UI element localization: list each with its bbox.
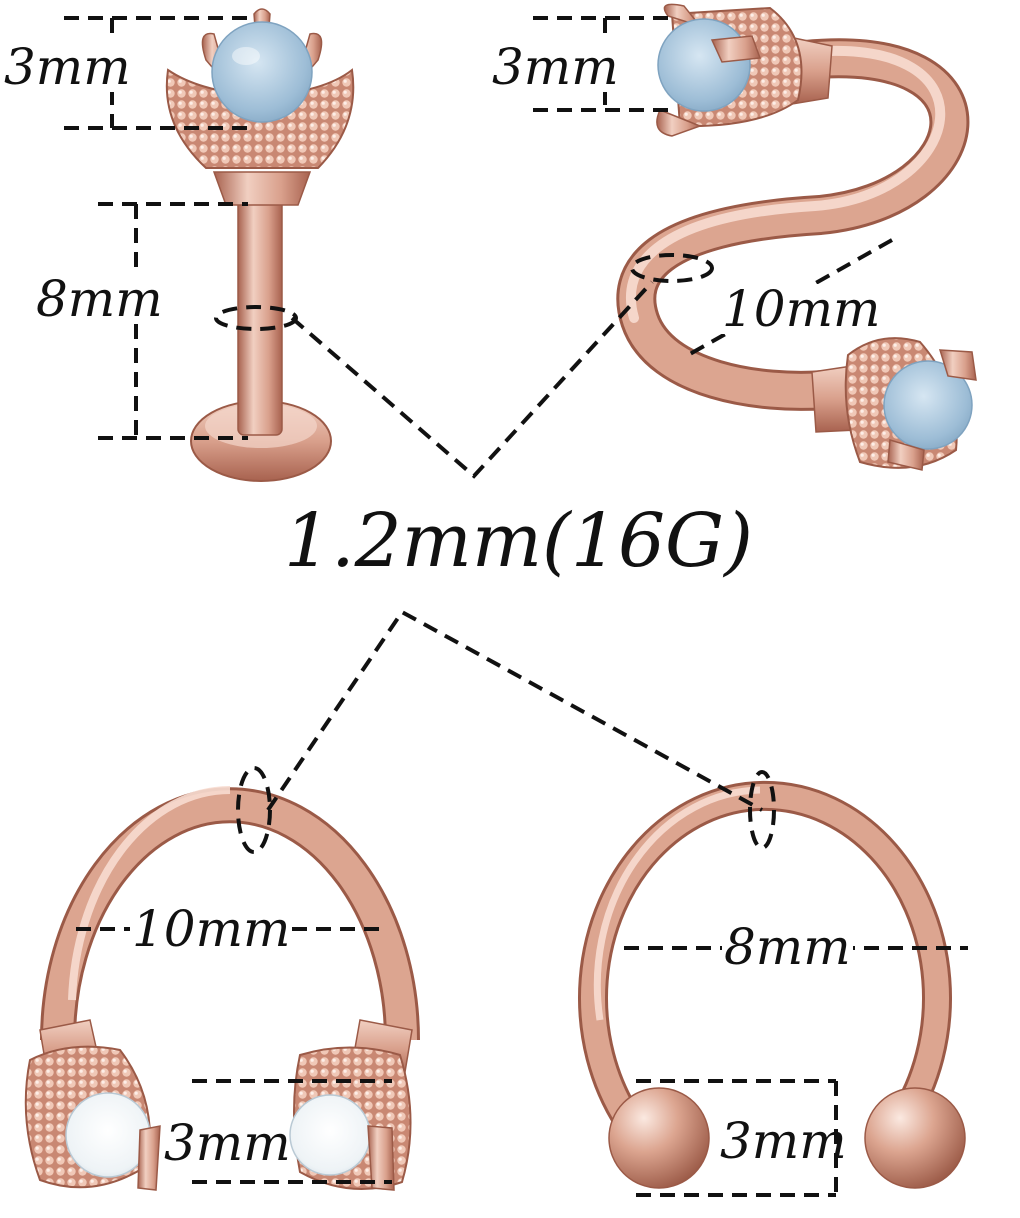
horseshoe-right-ball — [864, 1087, 966, 1189]
spiral-diameter-label: 10mm — [720, 280, 883, 338]
horseshoe-ball-size-label: 3mm — [720, 1112, 847, 1170]
spiral-twist-barbell — [616, 3, 977, 471]
horseshoe-left-ball — [608, 1087, 710, 1189]
labret-stud — [165, 8, 355, 482]
labret-gem — [211, 21, 313, 123]
horseshoe-claw-diameter-label: 10mm — [130, 900, 293, 958]
labret-ball-size-label: 3mm — [2, 38, 133, 96]
horseshoe-ball-diameter-label: 8mm — [722, 918, 853, 976]
gauge-label: 1.2mm(16G) — [284, 498, 754, 584]
horseshoe-left-opal — [65, 1092, 151, 1178]
spiral-lower-gem — [883, 360, 973, 450]
labret-length-label: 8mm — [34, 270, 165, 328]
spiral-upper-gem — [657, 18, 751, 112]
horseshoe-claw-ball-size-label: 3mm — [164, 1114, 291, 1172]
horseshoe-ball-ring — [578, 780, 966, 1189]
spiral-ball-size-label: 3mm — [490, 38, 621, 96]
horseshoe-right-opal — [289, 1094, 371, 1176]
